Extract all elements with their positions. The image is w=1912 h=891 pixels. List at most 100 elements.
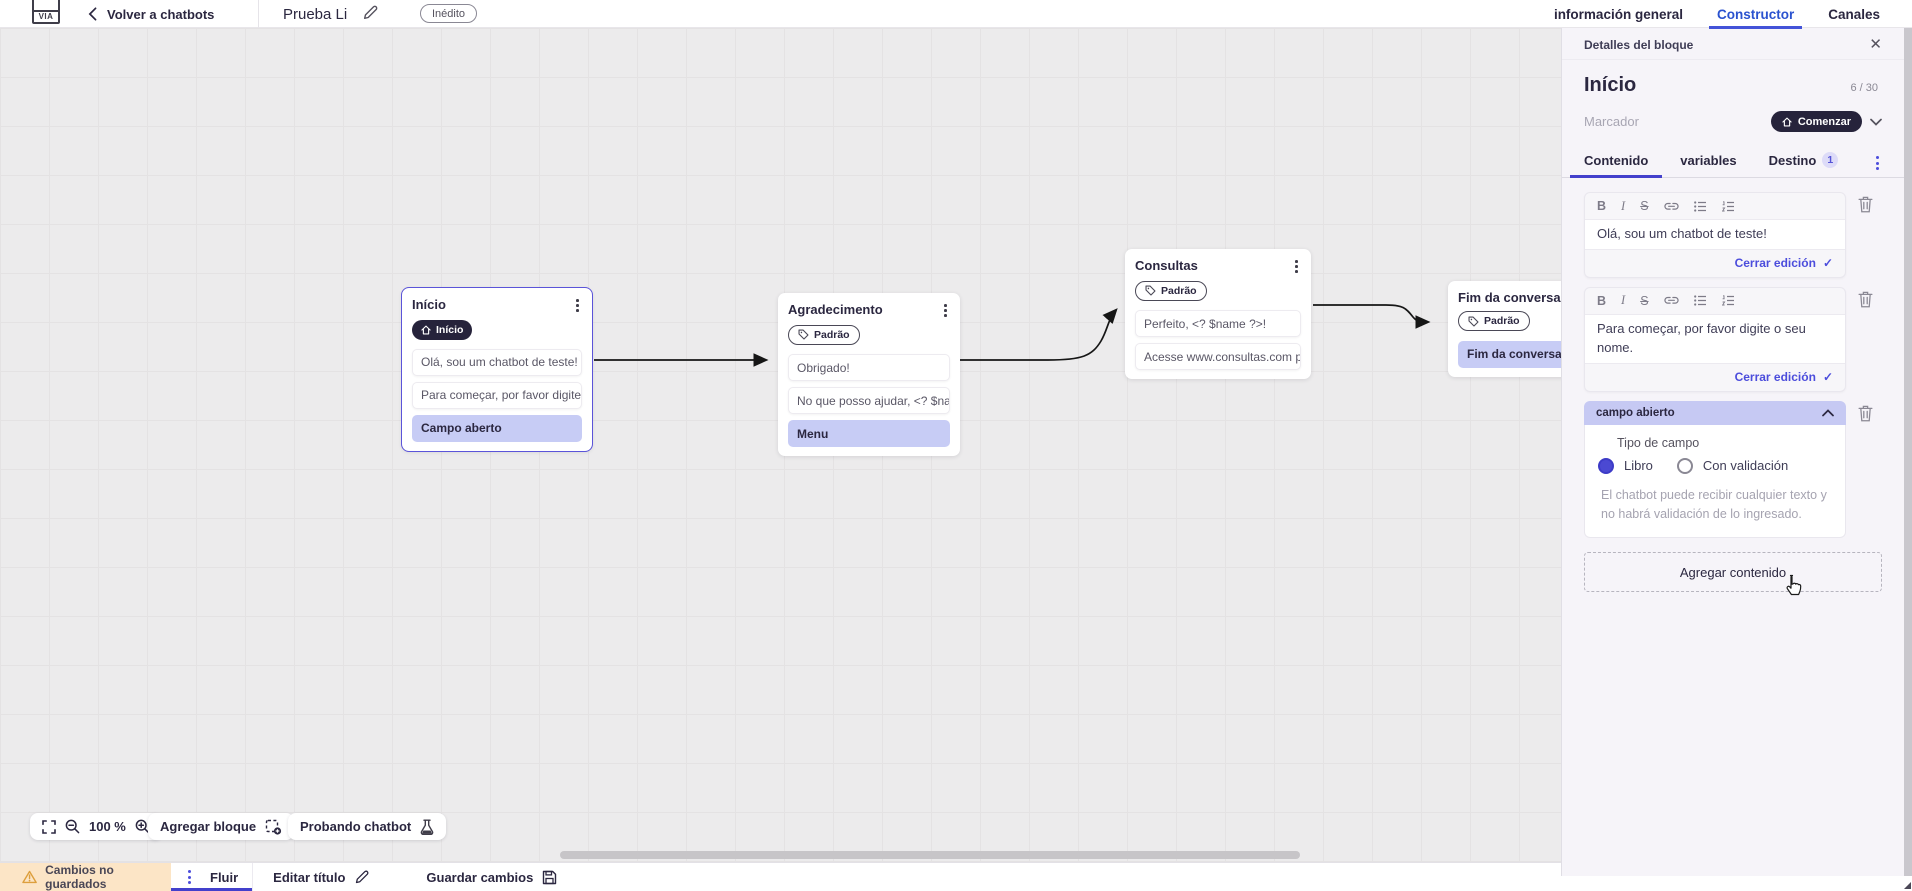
- tag-icon: [1145, 285, 1156, 296]
- open-field-help-text: El chatbot puede recibir cualquier texto…: [1601, 487, 1827, 521]
- block-item[interactable]: No que posso ajudar, <? $name ...: [788, 387, 950, 415]
- text-editor-1: B I S Olá, sou um chatbot de teste! Cerr…: [1584, 192, 1846, 278]
- block-item-open-field[interactable]: Campo aberto: [412, 414, 582, 442]
- block-badge-padrao: Padrão: [1135, 280, 1207, 301]
- fullscreen-icon[interactable]: [42, 819, 56, 834]
- main-tabs: información general Constructor Canales: [1552, 0, 1882, 29]
- zoom-out-icon[interactable]: [65, 819, 80, 834]
- chevron-left-icon: [88, 7, 97, 21]
- bullet-list-icon[interactable]: [1693, 295, 1707, 306]
- format-toolbar: B I S: [1585, 193, 1845, 219]
- numbered-list-icon[interactable]: [1721, 200, 1735, 212]
- delete-content-button[interactable]: [1858, 405, 1873, 422]
- add-block-button[interactable]: Agregar bloque: [148, 813, 295, 840]
- text-editor-2: B I S Para começar, por favor digite o s…: [1584, 286, 1846, 392]
- flask-icon: [420, 819, 434, 835]
- radio-con-validacion[interactable]: [1676, 457, 1693, 474]
- panel-tab-label: Destino: [1768, 152, 1817, 168]
- check-icon: ✓: [1822, 255, 1833, 270]
- italic-icon[interactable]: I: [1621, 293, 1626, 308]
- italic-icon[interactable]: I: [1621, 198, 1626, 213]
- bullet-list-icon[interactable]: [1693, 200, 1707, 212]
- block-badge-label: Padrão: [1161, 284, 1197, 297]
- delete-content-button[interactable]: [1858, 196, 1873, 213]
- bold-icon[interactable]: B: [1597, 199, 1607, 213]
- strikethrough-icon[interactable]: S: [1640, 293, 1649, 308]
- tab-informacion-general[interactable]: información general: [1553, 6, 1683, 22]
- block-item[interactable]: Perfeito, <? $name ?>!: [1135, 310, 1301, 338]
- marker-value-pill[interactable]: Comenzar: [1770, 111, 1862, 132]
- block-title: Agradecimento: [788, 302, 883, 317]
- radio-con-validacion-label: Con validación: [1702, 458, 1789, 474]
- message-text-input[interactable]: Para começar, por favor digite o seu nom…: [1585, 313, 1845, 364]
- block-item[interactable]: Para começar, por favor digite o ...: [412, 381, 582, 409]
- home-icon: [1782, 117, 1792, 126]
- open-field-title: campo abierto: [1596, 406, 1675, 419]
- chatbot-title[interactable]: Prueba Li: [283, 5, 348, 23]
- block-title: Consultas: [1135, 258, 1198, 273]
- bold-icon[interactable]: B: [1597, 293, 1607, 308]
- chevron-down-icon[interactable]: [1870, 118, 1882, 126]
- block-item-fim[interactable]: Fim da conversa: [1458, 340, 1561, 368]
- add-block-label: Agregar bloque: [160, 819, 257, 834]
- block-badge-padrao: Padrão: [1458, 311, 1530, 331]
- flow-block-inicio[interactable]: Início Início Olá, sou um chatbot de tes…: [401, 287, 593, 452]
- panel-tab-label: Contenido: [1584, 152, 1649, 168]
- destino-count-badge: 1: [1822, 152, 1839, 168]
- chevron-up-icon[interactable]: [1822, 408, 1834, 417]
- save-changes-button[interactable]: Guardar cambios: [416, 863, 567, 891]
- strikethrough-icon[interactable]: S: [1640, 199, 1649, 213]
- block-details-panel: Detalles del bloque ✕ Início 6 / 30 Marc…: [1561, 28, 1904, 876]
- message-text-input[interactable]: Olá, sou um chatbot de teste!: [1585, 219, 1845, 250]
- test-chatbot-button[interactable]: Probando chatbot: [288, 813, 447, 840]
- block-name-field[interactable]: Início: [1584, 74, 1637, 96]
- block-item[interactable]: Olá, sou um chatbot de teste!: [412, 348, 582, 376]
- home-icon: [421, 325, 431, 335]
- block-item[interactable]: Obrigado!: [788, 354, 950, 382]
- field-type-label: Tipo de campo: [1617, 435, 1700, 450]
- horizontal-scrollbar[interactable]: [560, 851, 1300, 859]
- radio-libro[interactable]: [1598, 457, 1614, 474]
- panel-tab-destino[interactable]: Destino 1: [1755, 146, 1853, 177]
- panel-tab-variables[interactable]: variables: [1666, 146, 1750, 177]
- panel-tab-contenido[interactable]: Contenido: [1570, 146, 1663, 178]
- flow-block-consultas[interactable]: Consultas Padrão Perfeito, <? $name ?>! …: [1125, 249, 1311, 380]
- unsaved-changes-banner: Cambios no guardados: [0, 863, 171, 891]
- delete-content-button[interactable]: [1858, 291, 1873, 308]
- radio-libro-label: Libro: [1624, 458, 1653, 474]
- block-menu-icon[interactable]: [1292, 258, 1301, 275]
- tab-canales[interactable]: Canales: [1828, 6, 1880, 22]
- flow-tab-menu-icon[interactable]: [185, 868, 194, 886]
- link-icon[interactable]: [1663, 296, 1679, 305]
- block-title: Início: [412, 297, 446, 312]
- zoom-in-icon[interactable]: [135, 819, 150, 834]
- close-edit-link[interactable]: Cerrar edición: [1734, 369, 1816, 384]
- block-badge-inicio: Início: [412, 319, 473, 340]
- flow-block-agradecimento[interactable]: Agradecimento Padrão Obrigado! No que po…: [778, 293, 960, 457]
- panel-menu-icon[interactable]: [1873, 154, 1882, 172]
- back-label: Volver a chatbots: [107, 6, 215, 22]
- back-to-chatbots-button[interactable]: Volver a chatbots: [88, 0, 214, 28]
- block-menu-icon[interactable]: [573, 297, 582, 314]
- block-item[interactable]: Acesse www.consultas.com par...: [1135, 343, 1301, 371]
- block-menu-icon[interactable]: [941, 302, 950, 319]
- wire-agradecimento-consultas: [960, 308, 1118, 361]
- add-content-button[interactable]: Agregar contenido: [1584, 552, 1882, 593]
- flow-block-fim-da-conversa[interactable]: Fim da conversa Padrão Fim da conversa: [1448, 281, 1561, 377]
- open-field-header[interactable]: campo abierto: [1584, 400, 1846, 425]
- link-icon[interactable]: [1663, 202, 1679, 211]
- app-logo[interactable]: VIA: [32, 0, 60, 24]
- edit-title-icon[interactable]: [362, 4, 379, 21]
- flow-tab-fluir[interactable]: Fluir: [171, 863, 254, 891]
- panel-tabs: Contenido variables Destino 1: [1562, 146, 1904, 178]
- close-icon[interactable]: ✕: [1869, 36, 1882, 53]
- numbered-list-icon[interactable]: [1721, 295, 1735, 306]
- flow-canvas[interactable]: Início Início Olá, sou um chatbot de tes…: [0, 28, 1561, 862]
- panel-scrollbar[interactable]: [1904, 28, 1912, 876]
- edit-title-button[interactable]: Editar título: [263, 863, 380, 891]
- block-item-menu[interactable]: Menu: [788, 420, 950, 448]
- tab-constructor[interactable]: Constructor: [1708, 0, 1803, 29]
- edit-title-label: Editar título: [273, 869, 346, 885]
- close-edit-link[interactable]: Cerrar edición: [1734, 255, 1816, 270]
